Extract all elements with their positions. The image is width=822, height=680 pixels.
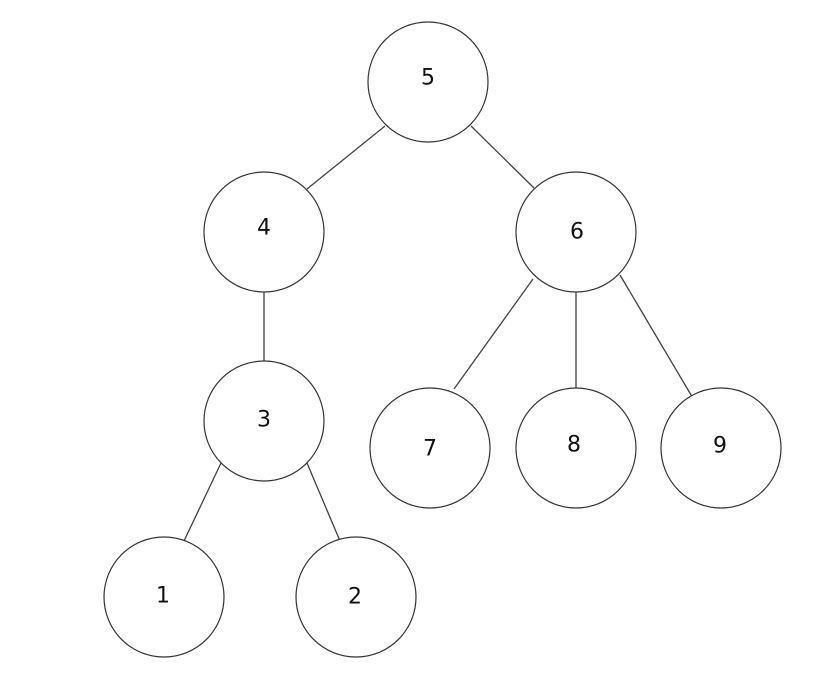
edge-3-1	[183, 462, 222, 542]
tree-node-5: 5	[367, 21, 489, 143]
node-circle	[367, 21, 489, 143]
edge-5-4	[306, 125, 386, 190]
tree-node-3: 3	[203, 360, 325, 482]
node-label: 2	[348, 585, 362, 610]
node-circle	[369, 387, 491, 509]
node-circle	[515, 387, 637, 509]
node-circle	[515, 171, 637, 293]
node-circle	[203, 171, 325, 293]
node-label: 6	[570, 220, 584, 245]
tree-node-1: 1	[103, 536, 225, 658]
node-circle	[103, 536, 225, 658]
tree-node-6: 6	[515, 171, 637, 293]
node-circle	[660, 387, 782, 509]
node-label: 4	[257, 216, 271, 241]
node-circle	[203, 360, 325, 482]
edge-6-9	[619, 274, 695, 401]
edge-3-2	[306, 462, 341, 542]
node-label: 5	[421, 66, 435, 91]
node-label: 3	[257, 408, 271, 433]
edge-6-7	[453, 278, 534, 390]
node-circle	[295, 536, 417, 658]
edge-5-6	[470, 125, 535, 189]
tree-node-8: 8	[515, 387, 637, 509]
node-label: 7	[423, 437, 437, 462]
tree-node-7: 7	[369, 387, 491, 509]
tree-node-9: 9	[660, 387, 782, 509]
node-label: 1	[156, 584, 170, 609]
node-label: 8	[567, 433, 581, 458]
edges	[183, 125, 695, 542]
node-label: 9	[713, 434, 727, 459]
tree-node-4: 4	[203, 171, 325, 293]
tree-node-2: 2	[295, 536, 417, 658]
